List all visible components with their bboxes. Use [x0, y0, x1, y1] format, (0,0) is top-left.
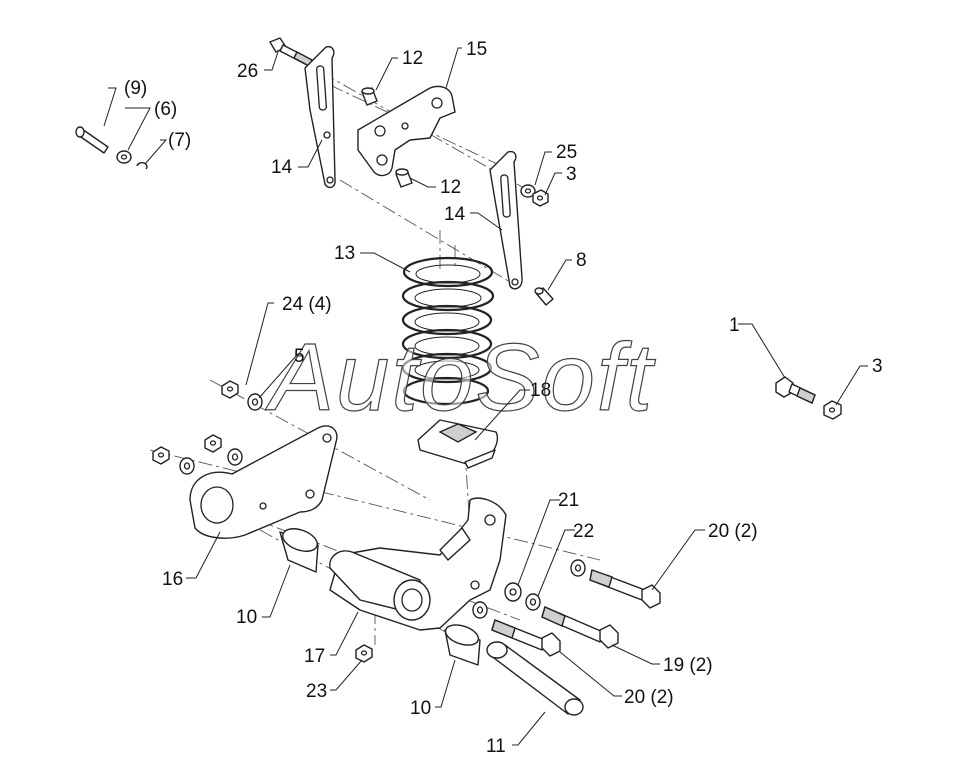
washer-21: [504, 582, 522, 602]
label-14-right: 14: [444, 204, 466, 225]
nut-24-b: [152, 446, 170, 465]
washer-6: [116, 150, 132, 164]
label-17: 17: [304, 646, 325, 667]
bolt-26: [269, 37, 313, 67]
label-19: 19 (2): [663, 655, 713, 676]
label-23: 23: [306, 681, 327, 702]
part-labels: (9) (6) (7) 26 12 15 14 12 25 3 14 8 13 …: [124, 39, 883, 757]
bolt-19: [541, 606, 619, 649]
label-15: 15: [466, 39, 487, 60]
label-21: 21: [558, 490, 579, 511]
label-11: 11: [486, 736, 506, 757]
label-20-lower: 20 (2): [624, 687, 674, 708]
label-12-lower: 12: [440, 177, 461, 198]
washer-22: [525, 593, 541, 611]
washer-5-a: [247, 393, 263, 411]
label-5: 5: [294, 346, 305, 367]
washer-5-b: [179, 457, 195, 475]
bracket-15: [357, 85, 456, 177]
nut-3-upper: [532, 189, 549, 207]
label-12-upper: 12: [402, 48, 423, 69]
label-18: 18: [530, 380, 551, 401]
lever-14-left: [304, 45, 336, 189]
plate-16: [189, 425, 338, 539]
bushing-10-left: [279, 528, 319, 573]
bushing-12-lower: [395, 168, 413, 188]
spring-13: [401, 256, 495, 420]
label-24: 24 (4): [282, 294, 332, 315]
label-20-upper: 20 (2): [708, 521, 758, 542]
label-26: 26: [237, 61, 258, 82]
bolt-20-upper: [589, 569, 661, 609]
label-14-left: 14: [271, 157, 293, 178]
bushing-12-upper: [361, 87, 378, 106]
label-10-right: 10: [410, 698, 431, 719]
nut-24-a: [221, 380, 239, 399]
watermark-text: AutoSoft: [265, 324, 656, 431]
label-7: (7): [168, 130, 191, 151]
label-25: 25: [556, 142, 577, 163]
leader-lines: [103, 47, 868, 746]
label-16: 16: [162, 569, 183, 590]
label-10-left: 10: [236, 607, 257, 628]
label-6: (6): [154, 99, 177, 120]
nut-23: [355, 644, 373, 663]
bracket-17: [329, 497, 507, 631]
label-22: 22: [573, 521, 594, 542]
washer-5-c: [227, 448, 243, 466]
clip-7: [136, 161, 148, 170]
label-3-right: 3: [872, 356, 883, 377]
pin-9: [75, 126, 109, 154]
label-1: 1: [729, 315, 740, 336]
bolt-1: [775, 376, 816, 404]
label-3-upper: 3: [566, 164, 577, 185]
label-8: 8: [576, 250, 587, 271]
pin-8: [534, 287, 554, 306]
nut-24-c: [204, 434, 222, 453]
lever-14-right: [489, 150, 523, 290]
washer-25: [520, 184, 536, 198]
label-9: (9): [124, 78, 147, 99]
bolt-20-lower: [491, 619, 561, 657]
washer-20-upper: [570, 559, 586, 577]
nut-3-right: [823, 400, 842, 420]
bushing-10-right: [444, 624, 481, 666]
sleeve-11: [486, 641, 584, 716]
washer-near-bracket: [472, 601, 488, 619]
spring-seat-18: [417, 419, 498, 469]
label-13: 13: [334, 243, 355, 264]
